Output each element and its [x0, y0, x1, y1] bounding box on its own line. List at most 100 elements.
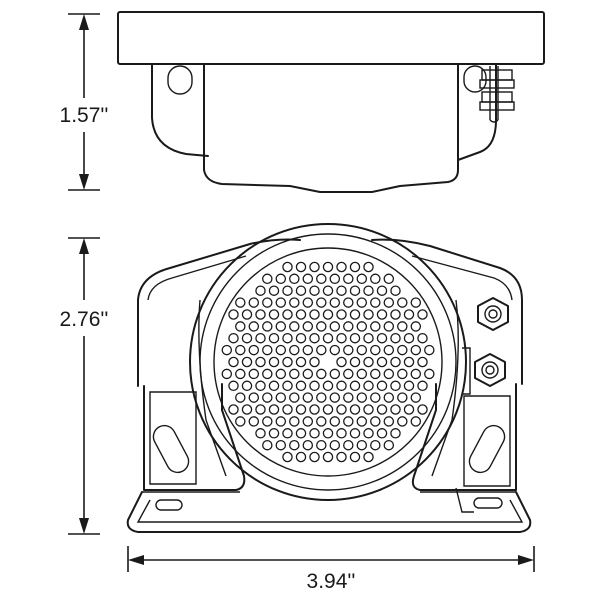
grille-hole [316, 321, 327, 332]
grille-hole [262, 368, 273, 380]
grille-hole [282, 261, 293, 273]
grille-hole [417, 380, 428, 392]
grille-hole [316, 439, 327, 451]
grille-hole [356, 368, 368, 380]
grille-hole [282, 380, 293, 392]
grille-hole [309, 309, 320, 320]
grille-hole [295, 404, 307, 415]
grille-hole [275, 439, 287, 451]
grille-hole [329, 368, 341, 380]
grille-hole [370, 392, 381, 403]
grille-hole [309, 404, 320, 415]
grille-hole [302, 344, 314, 356]
grille-hole [241, 380, 253, 392]
grille-hole [255, 309, 266, 320]
grille-hole [262, 439, 273, 451]
grille-hole [376, 428, 388, 439]
grille-hole [322, 309, 334, 320]
grille-hole [356, 392, 368, 403]
grille-hole [241, 404, 253, 415]
grille-hole [228, 356, 239, 368]
grille-hole [397, 368, 408, 380]
grille-hole [363, 451, 374, 463]
grille-hole [417, 309, 428, 320]
grille-hole [316, 392, 327, 403]
grille-hole [376, 404, 388, 415]
front-view-left-bracket [143, 383, 246, 491]
grille-hole [383, 368, 395, 380]
grille-hole [383, 273, 395, 285]
grille-hole [262, 416, 273, 427]
grille-hole [356, 273, 368, 285]
bracket-slot-right [468, 424, 506, 474]
grille-hole [289, 392, 300, 403]
grille-hole [262, 392, 273, 403]
grille-hole [397, 392, 408, 403]
dimension-label-3-94: 3.94'' [307, 570, 356, 593]
grille-hole [255, 332, 266, 344]
grille-hole [322, 404, 334, 415]
grille-hole [268, 309, 280, 320]
grille-hole [383, 439, 395, 451]
grille-hole [356, 439, 368, 451]
grille-hole [349, 285, 361, 296]
grille-hole [235, 344, 246, 356]
grille-hole [403, 332, 415, 344]
grille-hole [316, 273, 327, 285]
grille-hole [329, 297, 341, 308]
grille-hole [383, 344, 395, 356]
grille-hole [241, 332, 253, 344]
grille-hole [370, 321, 381, 332]
grille-hole [268, 332, 280, 344]
grille-hole [410, 321, 422, 332]
grille-hole [248, 297, 260, 308]
grille-hole [363, 428, 374, 439]
grille-hole [383, 321, 395, 332]
grille-hole [248, 416, 260, 427]
grille-hole [316, 416, 327, 427]
dimension-width: 3.94'' [127, 546, 535, 593]
grille-hole [336, 285, 347, 296]
grille-hole [336, 404, 347, 415]
grille-hole [302, 439, 314, 451]
grille-hole [275, 392, 287, 403]
grille-hole [322, 380, 334, 392]
grille-hole [349, 380, 361, 392]
grille-hole [241, 309, 253, 320]
grille-hole [235, 416, 246, 427]
grille-hole [343, 273, 354, 285]
grille-hole [349, 356, 361, 368]
grille-hole [268, 428, 280, 439]
grille-hole [309, 380, 320, 392]
grille-hole [322, 261, 334, 273]
grille-hole [329, 321, 341, 332]
grille-hole [235, 297, 246, 308]
grille-hole [302, 297, 314, 308]
grille-hole [302, 368, 314, 380]
grille-hole [282, 309, 293, 320]
grille-hole [343, 439, 354, 451]
grille-hole [376, 332, 388, 344]
grille-hole [255, 404, 266, 415]
grille-hole [329, 344, 341, 356]
grille-hole [356, 416, 368, 427]
grille-hole [322, 428, 334, 439]
top-view-plate [117, 11, 545, 65]
grille-hole [275, 321, 287, 332]
grille-hole [343, 416, 354, 427]
grille-hole [309, 356, 320, 368]
grille-hole [336, 451, 347, 463]
grille-hole [336, 428, 347, 439]
grille-hole [336, 309, 347, 320]
grille-hole [248, 321, 260, 332]
grille-hole [228, 380, 239, 392]
grille-hole [329, 273, 341, 285]
grille-hole [309, 285, 320, 296]
grille-hole [289, 344, 300, 356]
dimension-height-top: 1.57'' [60, 13, 108, 191]
grille-hole [289, 439, 300, 451]
grille-hole [343, 321, 354, 332]
top-view-left-slot [167, 65, 193, 95]
base-slot-right [473, 497, 503, 509]
grille-hole [343, 368, 354, 380]
